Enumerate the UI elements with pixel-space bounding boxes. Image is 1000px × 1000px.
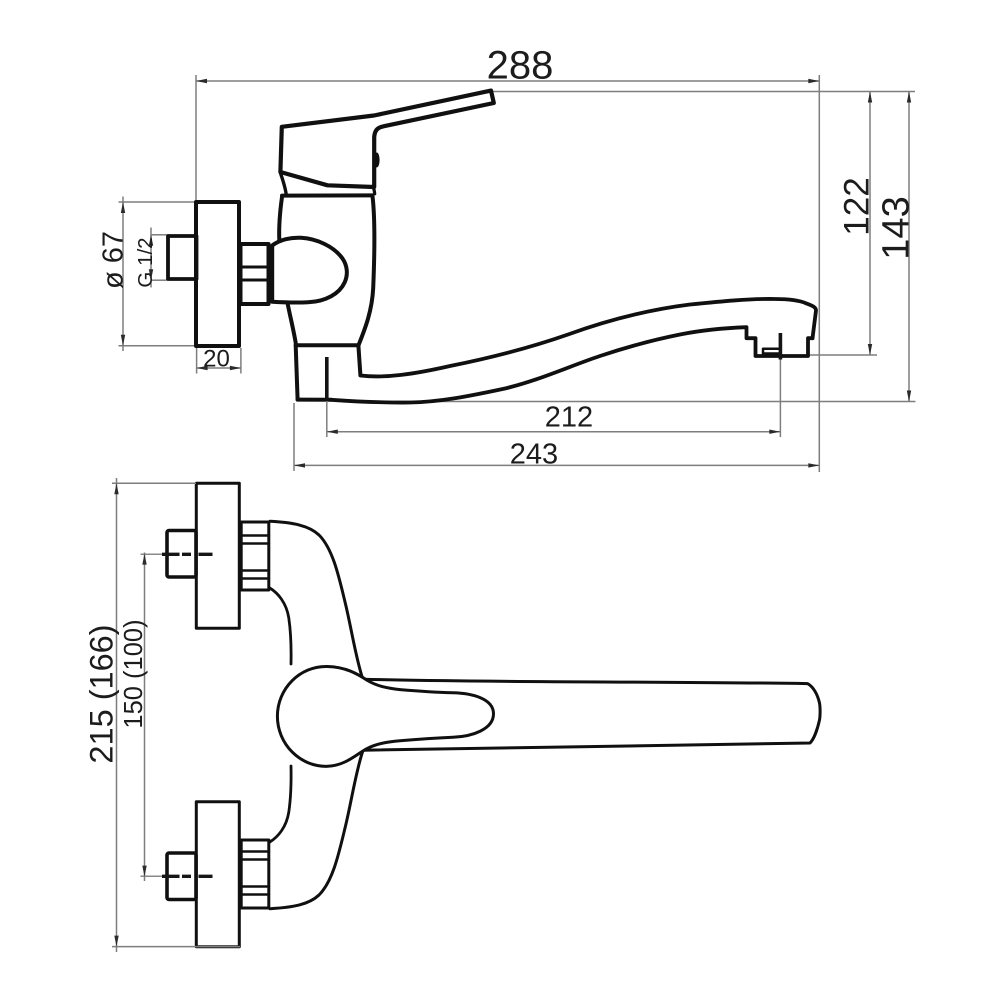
svg-text:288: 288	[487, 44, 554, 88]
svg-text:150 (100): 150 (100)	[120, 619, 148, 728]
svg-text:212: 212	[545, 402, 593, 434]
svg-text:215 (166): 215 (166)	[84, 624, 120, 763]
svg-text:20: 20	[203, 346, 230, 373]
svg-text:G 1/2: G 1/2	[134, 237, 157, 287]
svg-text:143: 143	[876, 196, 918, 259]
svg-text:243: 243	[510, 439, 558, 471]
svg-text:122: 122	[838, 177, 877, 235]
svg-text:ø 67: ø 67	[98, 231, 130, 289]
